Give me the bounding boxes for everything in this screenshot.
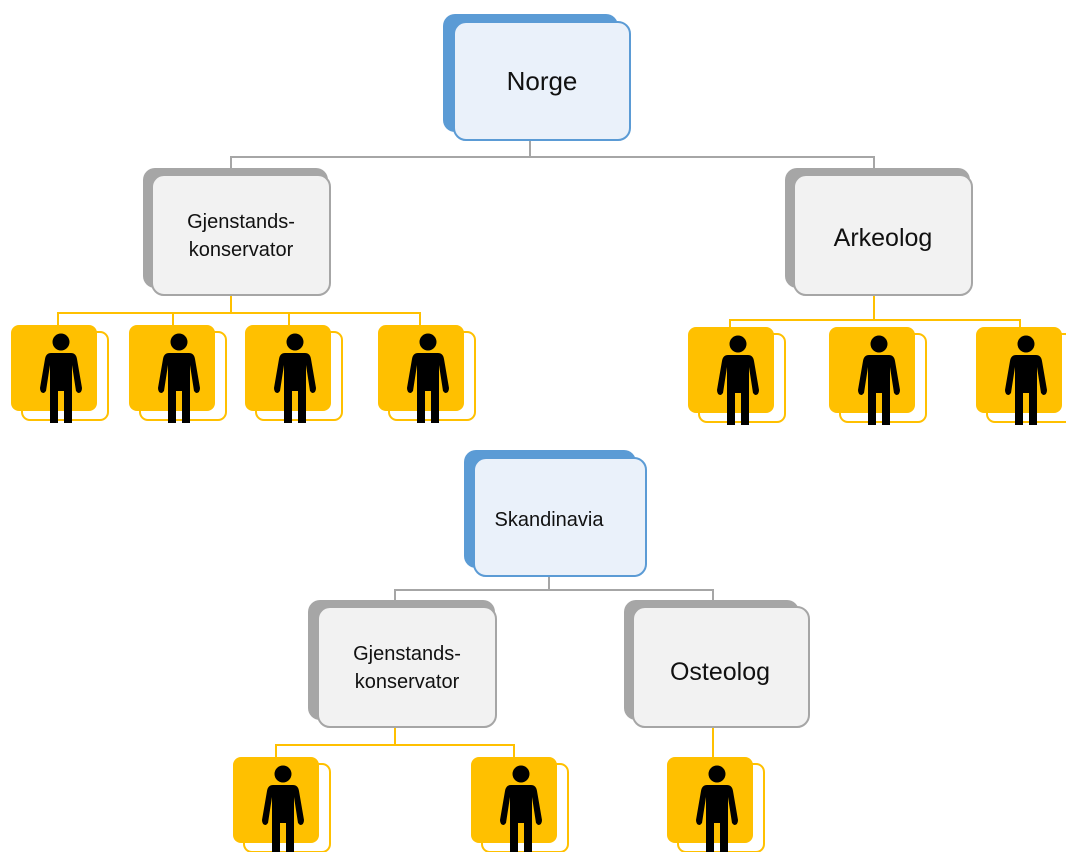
person-card (11, 325, 109, 423)
branch-connector-line (57, 294, 232, 328)
person-icon (858, 335, 900, 425)
person-icon (1005, 335, 1047, 425)
branch-connector-line (874, 319, 1021, 330)
root-node: Skandinavia (464, 450, 647, 577)
root-label: Norge (507, 66, 578, 96)
person-card (667, 757, 765, 852)
skandinavia-connector-line (394, 575, 550, 604)
person-card (976, 327, 1066, 425)
norge-connector-line (530, 156, 875, 172)
role-label: konservator (355, 671, 460, 693)
person-card (245, 325, 343, 423)
person-icon (158, 333, 200, 423)
role-node: Gjenstands- konservator (143, 168, 331, 296)
role-label: konservator (189, 239, 294, 261)
person-card (688, 327, 786, 425)
branch-connector-line (231, 312, 421, 328)
role-label: Arkeolog (834, 224, 933, 252)
person-icon (717, 335, 759, 425)
role-label: Osteolog (670, 658, 770, 686)
person-icon (274, 333, 316, 423)
root-node: Norge (443, 14, 631, 141)
person-card (129, 325, 227, 423)
branch-connector-line (395, 744, 515, 758)
person-card (233, 757, 331, 852)
norge-connectors (57, 140, 1021, 330)
role-label: Gjenstands- (353, 643, 461, 665)
person-card (471, 757, 569, 852)
person-icon (407, 333, 449, 423)
role-node: Osteolog (624, 600, 810, 728)
person-icon (696, 765, 738, 852)
skandinavia-connector-line (549, 589, 714, 604)
norge-connector-line (230, 140, 531, 172)
person-icon (500, 765, 542, 852)
person-cards (11, 325, 1066, 852)
branch-connector-line (729, 294, 875, 330)
role-label: Gjenstands- (187, 211, 295, 233)
skandinavia-connectors (275, 575, 714, 758)
root-label: Skandinavia (495, 509, 605, 531)
person-card (829, 327, 927, 425)
role-node: Gjenstands- konservator (308, 600, 497, 728)
branch-connector-line (275, 727, 396, 758)
person-card (378, 325, 476, 423)
person-icon (262, 765, 304, 852)
role-node: Arkeolog (785, 168, 973, 296)
person-icon (40, 333, 82, 423)
